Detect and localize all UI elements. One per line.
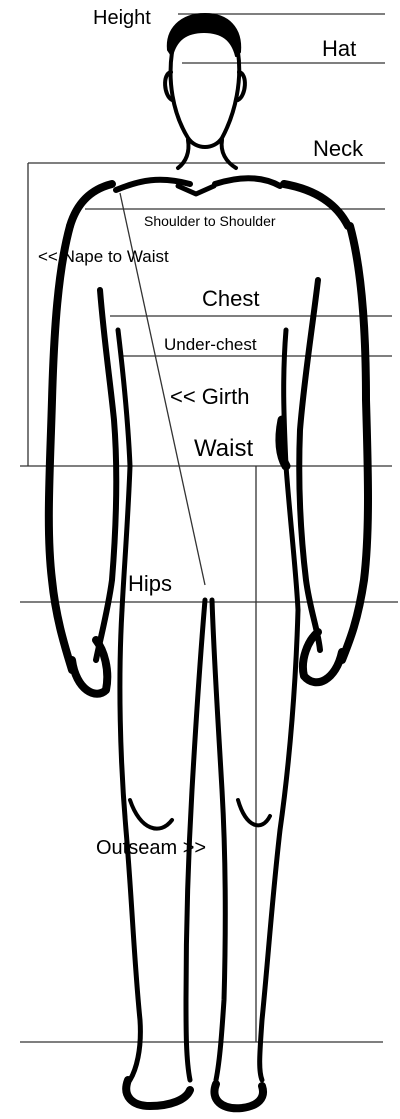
collarbone-right bbox=[215, 178, 280, 186]
right-shoulder bbox=[284, 184, 348, 226]
label-girth: << Girth bbox=[170, 386, 249, 408]
sternum-mark bbox=[178, 186, 214, 194]
right-leg-outer bbox=[260, 610, 298, 1080]
left-knee bbox=[130, 800, 172, 829]
label-waist: Waist bbox=[194, 437, 253, 461]
right-hand bbox=[303, 632, 342, 682]
left-hand bbox=[72, 640, 107, 694]
right-knee bbox=[238, 800, 270, 825]
label-height: Height bbox=[93, 8, 151, 28]
right-foot bbox=[214, 1084, 263, 1108]
label-neck: Neck bbox=[313, 138, 363, 160]
right-leg-inner bbox=[212, 600, 225, 1080]
left-shoulder bbox=[70, 184, 112, 226]
hair-shape bbox=[168, 14, 240, 56]
right-arm-inner bbox=[299, 280, 320, 650]
left-arm-outer bbox=[49, 226, 72, 670]
label-outseam: Outseam >> bbox=[96, 838, 206, 858]
label-hips: Hips bbox=[128, 573, 172, 595]
left-arm-inner bbox=[96, 290, 116, 660]
left-foot bbox=[126, 1080, 190, 1106]
label-hat: Hat bbox=[322, 38, 356, 60]
label-chest: Chest bbox=[202, 288, 259, 310]
label-nape-to-waist: << Nape to Waist bbox=[38, 248, 169, 265]
neck-right bbox=[222, 140, 236, 168]
neck-left bbox=[178, 140, 189, 168]
right-arm-outer bbox=[342, 226, 368, 660]
label-under-chest: Under-chest bbox=[164, 336, 257, 353]
label-shoulder-to-shoulder: Shoulder to Shoulder bbox=[144, 214, 276, 228]
head-outline bbox=[171, 52, 240, 147]
torso-left bbox=[118, 330, 130, 610]
